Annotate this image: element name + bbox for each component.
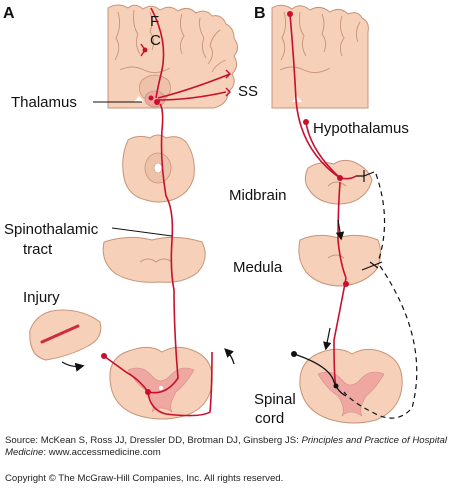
pain-pathway-a bbox=[103, 7, 231, 417]
medulla-a bbox=[102, 236, 206, 283]
hypothalamus-label: Hypothalamus bbox=[313, 120, 409, 137]
cingulate-label: C bbox=[150, 32, 161, 49]
source-suffix: : www.accessmedicine.com bbox=[43, 447, 161, 459]
panel-b-label: B bbox=[254, 5, 266, 22]
brain-section-a bbox=[107, 4, 238, 109]
pain-pathway-diagram bbox=[29, 4, 418, 424]
medula-label: Medula bbox=[233, 259, 283, 276]
spinal-cord-b bbox=[299, 348, 403, 424]
spinothalamic-label-line1: Spinothalamic bbox=[4, 221, 99, 238]
injury-label: Injury bbox=[23, 289, 60, 306]
spinal-cord-a bbox=[109, 346, 213, 420]
source-title: Principles and Practice of Hospital Medi… bbox=[5, 435, 448, 459]
spinothalamic-label-line2: tract bbox=[23, 241, 53, 258]
midbrain-b bbox=[304, 159, 373, 205]
frontal-label: F bbox=[150, 13, 160, 30]
source-caption: Source: McKean S, Ross JJ, Dressler DD, … bbox=[5, 435, 450, 460]
thalamus-a bbox=[144, 90, 166, 108]
thalamus-label: Thalamus bbox=[11, 94, 77, 111]
brain-section-b bbox=[271, 4, 369, 109]
pathway-a-markers bbox=[101, 47, 160, 395]
modulatory-loop-b bbox=[293, 170, 418, 419]
panel-a-label: A bbox=[3, 5, 15, 22]
spinal-cord-label-line1: Spinal bbox=[254, 391, 296, 408]
midbrain-a bbox=[122, 134, 195, 203]
injured-limb bbox=[29, 309, 102, 361]
midbrain-label: Midbrain bbox=[229, 187, 287, 204]
source-prefix: Source: McKean S, Ross JJ, Dressler DD, … bbox=[5, 435, 302, 446]
spinal-cord-label-line2: cord bbox=[255, 410, 285, 427]
somatosensory-label: SS bbox=[238, 83, 259, 100]
copyright-notice: Copyright © The McGraw-Hill Companies, I… bbox=[5, 473, 284, 484]
medulla-b bbox=[298, 234, 382, 287]
